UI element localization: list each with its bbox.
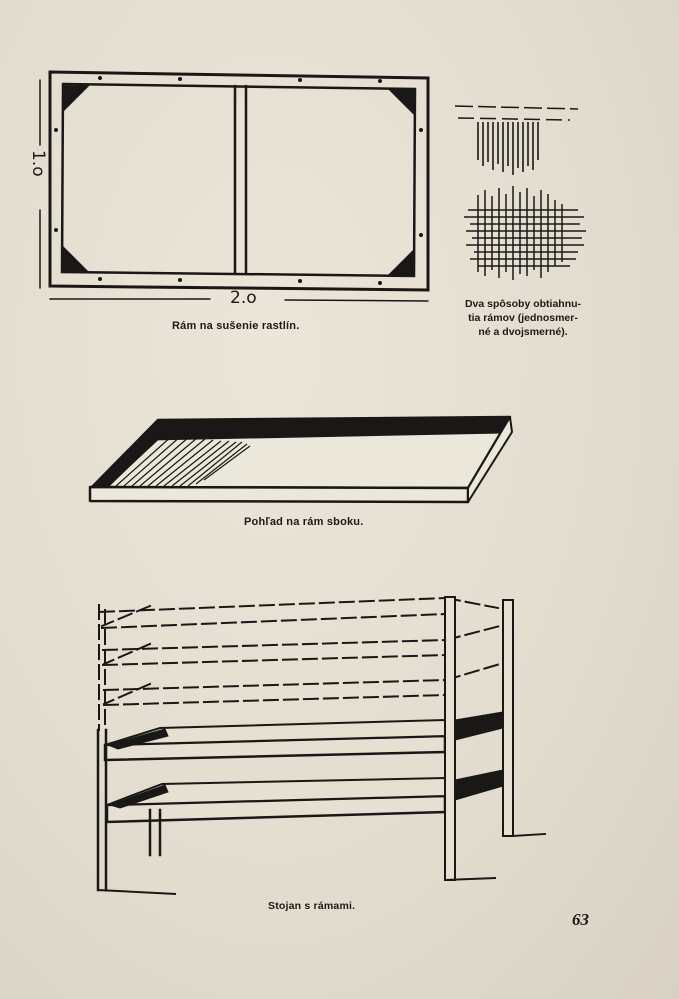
weave-caption-line: tia rámov (jednosmer- xyxy=(468,312,578,324)
side-view-caption: Pohľad na rám sboku. xyxy=(244,516,364,528)
frame-caption: Rám na sušenie rastlín. xyxy=(172,320,300,332)
side-view-drawing xyxy=(88,415,513,504)
weave-drawing xyxy=(454,105,586,280)
frame-height-dimension: 1.o xyxy=(28,150,48,177)
stand-caption: Stojan s rámami. xyxy=(268,900,356,912)
weave-caption-line: né a dvojsmerné). xyxy=(478,326,568,338)
frame-width-dimension: 2.o xyxy=(230,288,257,308)
weave-caption-line: Dva spôsoby obtiahnu- xyxy=(464,298,582,310)
weave-caption: Dva spôsoby obtiahnu- tia rámov (jednosm… xyxy=(448,297,598,339)
frame-drawing xyxy=(39,70,430,302)
stand-drawing xyxy=(96,596,547,896)
page-number: 63 xyxy=(572,910,589,929)
